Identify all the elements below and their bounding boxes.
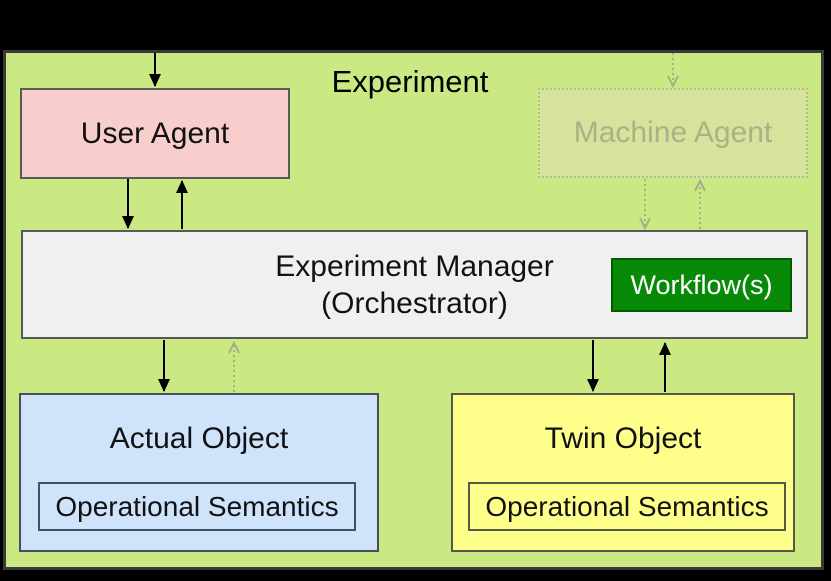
user-agent-box: User Agent xyxy=(20,88,290,179)
twin-object-label: Twin Object xyxy=(544,421,702,455)
actual-object-label: Actual Object xyxy=(109,421,289,455)
experiment-manager-label-line1: Experiment Manager xyxy=(275,249,554,283)
user-agent-label: User Agent xyxy=(80,116,230,150)
experiment-manager-box: Experiment Manager (Orchestrator) Workfl… xyxy=(21,230,808,339)
twin-operational-semantics-label: Operational Semantics xyxy=(485,490,769,522)
experiment-title: Experiment xyxy=(331,64,489,99)
twin-object-box: Twin Object Operational Semantics xyxy=(451,393,795,552)
actual-operational-semantics-label: Operational Semantics xyxy=(55,490,339,522)
actual-operational-semantics-box: Operational Semantics xyxy=(38,482,356,531)
twin-operational-semantics-box: Operational Semantics xyxy=(468,482,786,531)
machine-agent-box: Machine Agent xyxy=(538,88,808,178)
actual-object-box: Actual Object Operational Semantics xyxy=(19,393,379,552)
workflow-label: Workflow(s) xyxy=(630,269,773,300)
experiment-manager-label-line2: (Orchestrator) xyxy=(321,286,508,320)
workflow-box: Workflow(s) xyxy=(611,258,792,312)
machine-agent-label: Machine Agent xyxy=(573,116,773,149)
